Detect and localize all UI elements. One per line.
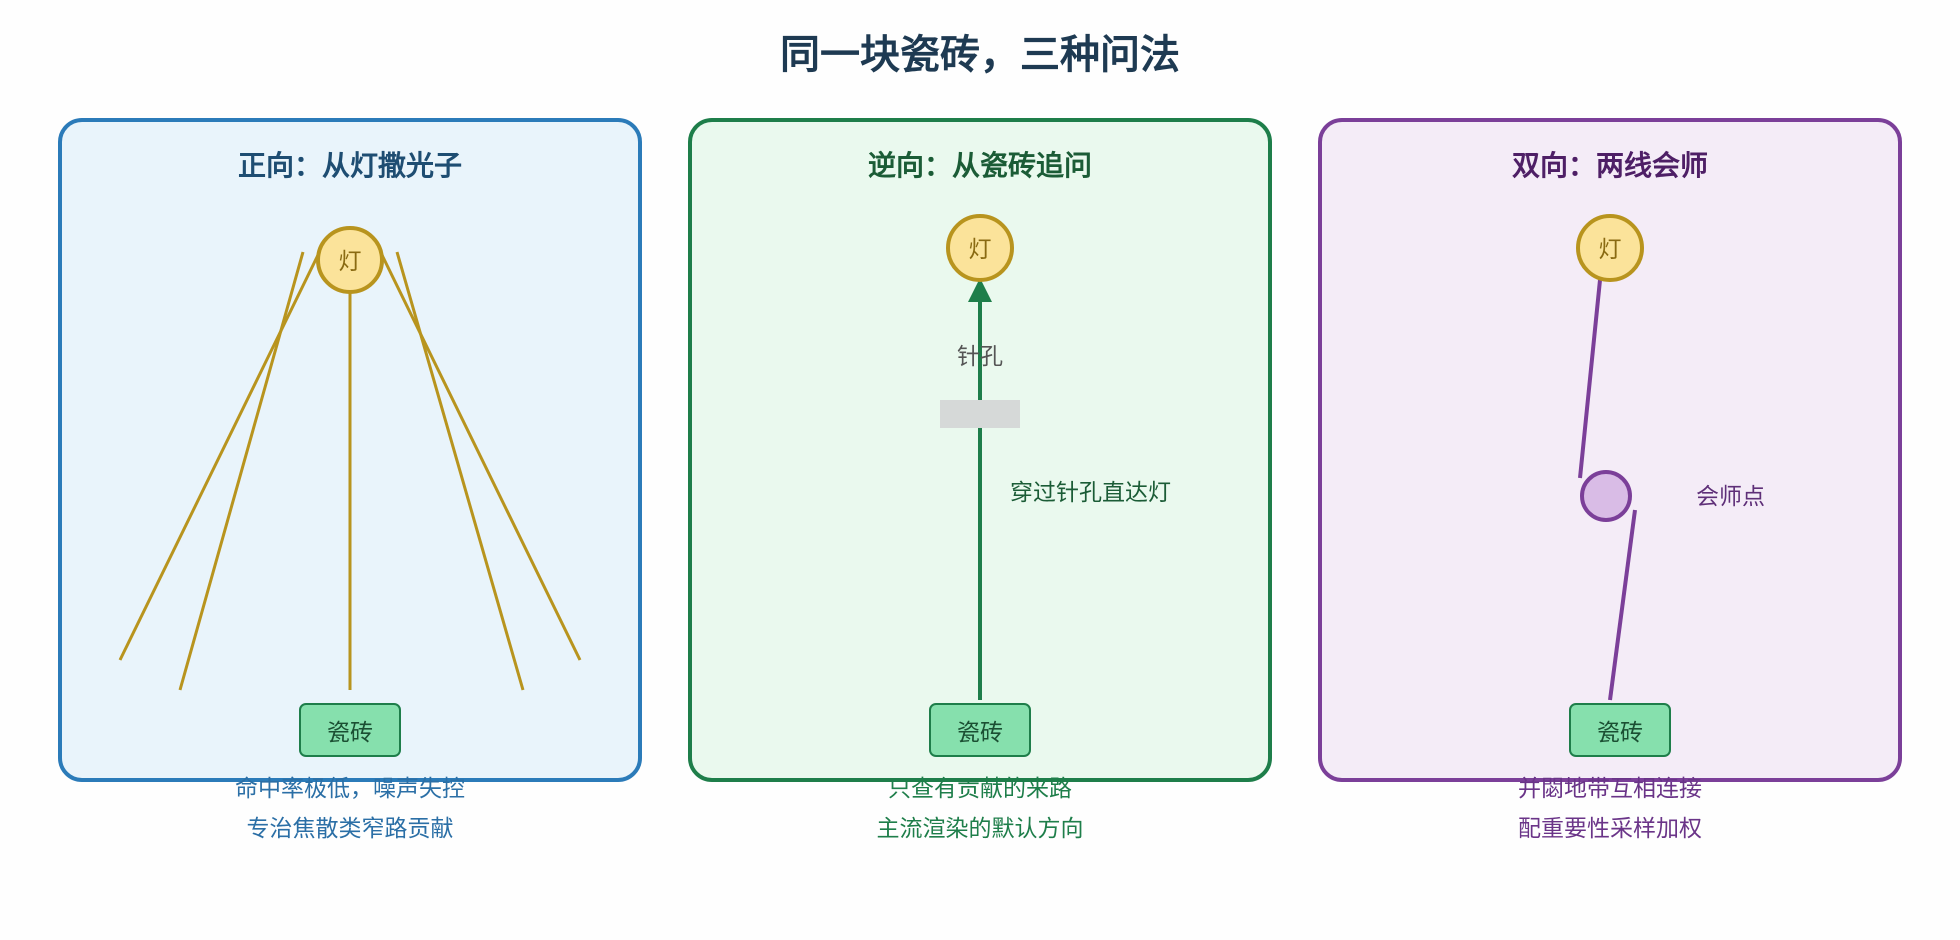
eye-subpath bbox=[1608, 509, 1637, 701]
panel-bidirectional-caption-2: 配重要性采样加权 bbox=[1518, 816, 1702, 842]
tile-box bbox=[929, 703, 1031, 757]
tile-label: 瓷砖 bbox=[327, 720, 373, 746]
path-label: 穿过针孔直达灯 bbox=[1010, 480, 1171, 506]
main-title: 同一块瓷砖，三种问法 bbox=[780, 32, 1180, 78]
pinhole-label: 针孔 bbox=[957, 344, 1003, 370]
panel-backward: 逆向：从瓷砖追问 针孔 穿过针孔直达灯 灯 瓷砖 只查有贡献的来路 主流渲染的默… bbox=[688, 118, 1272, 842]
ray-5 bbox=[380, 254, 582, 661]
meet-point bbox=[1580, 470, 1632, 522]
lamp-icon bbox=[316, 226, 384, 294]
lamp-label: 灯 bbox=[969, 237, 992, 263]
panel-backward-title: 逆向：从瓷砖追问 bbox=[868, 149, 1092, 182]
ray-1 bbox=[118, 254, 320, 661]
pinhole-plate bbox=[940, 400, 1020, 428]
panel-forward: 正向：从灯撒光子 灯 瓷砖 命中率极低，噪声失控 专治焦散类窄路贡献 bbox=[58, 118, 642, 842]
lamp-label: 灯 bbox=[339, 249, 362, 275]
tile-label: 瓷砖 bbox=[1597, 720, 1643, 746]
panel-forward-caption-2: 专治焦散类窄路贡献 bbox=[247, 816, 454, 842]
panel-bidirectional-caption-1: 并閟地带互相连接 bbox=[1518, 776, 1702, 802]
tile-box bbox=[299, 703, 401, 757]
meet-label: 会师点 bbox=[1696, 484, 1765, 510]
panel-backward-caption-2: 主流渲染的默认方向 bbox=[877, 816, 1084, 842]
lamp-icon bbox=[1576, 214, 1644, 282]
forward-rays bbox=[118, 251, 582, 691]
lamp-label: 灯 bbox=[1599, 237, 1622, 263]
panel-bidirectional-frame bbox=[1318, 118, 1902, 782]
panel-bidirectional: 双向：两线会师 会师点 灯 瓷砖 并閟地带互相连接 配重要性采样加权 bbox=[1318, 118, 1902, 842]
panel-bidirectional-title: 双向：两线会师 bbox=[1512, 149, 1708, 182]
tile-label: 瓷砖 bbox=[957, 720, 1003, 746]
ray-2 bbox=[178, 251, 305, 691]
tile-box bbox=[1569, 703, 1671, 757]
panel-backward-caption-1: 只查有贡献的来路 bbox=[888, 776, 1072, 802]
panel-forward-title: 正向：从灯撒光子 bbox=[238, 149, 462, 182]
panel-forward-caption-1: 命中率极低，噪声失控 bbox=[235, 776, 465, 802]
lamp-icon bbox=[946, 214, 1014, 282]
light-subpath bbox=[1578, 279, 1602, 479]
ray-4 bbox=[395, 251, 525, 691]
